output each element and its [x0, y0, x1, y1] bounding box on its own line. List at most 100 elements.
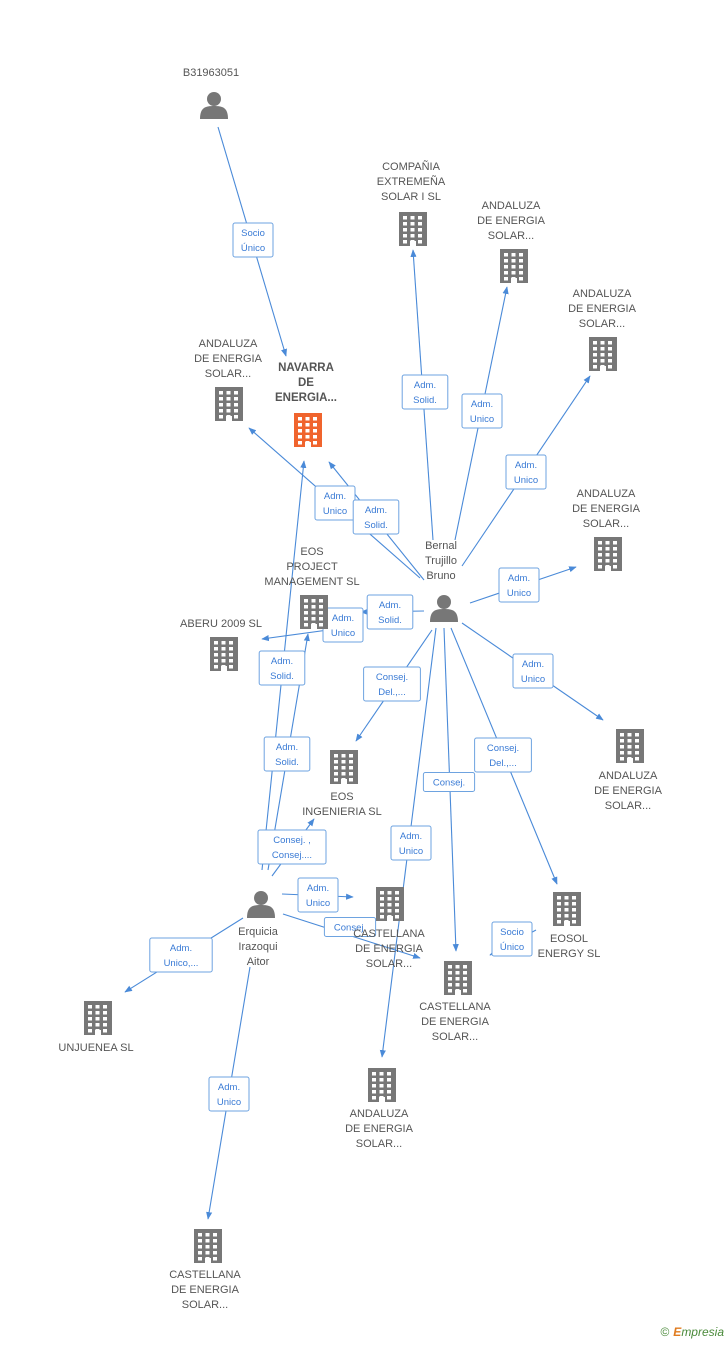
person-icon[interactable]: [247, 891, 275, 918]
relation-text: Unico: [399, 846, 423, 857]
node-label: Erquicia: [238, 926, 279, 938]
building-icon[interactable]: [215, 387, 243, 421]
relation-box: [498, 567, 540, 603]
relation-text: Socio: [500, 927, 524, 938]
relation-label[interactable]: Adm.Solid.: [258, 650, 306, 686]
relation-label[interactable]: Adm.Unico: [208, 1076, 250, 1112]
relation-label[interactable]: Adm.Unico: [322, 607, 364, 643]
relation-box: [208, 1076, 250, 1112]
node-label: SOLAR...: [605, 800, 651, 812]
building-icon[interactable]: [589, 337, 617, 371]
building-icon[interactable]: [444, 961, 472, 995]
relation-label[interactable]: Adm.Unico: [461, 393, 503, 429]
person-icon[interactable]: [430, 595, 458, 622]
relation-text: Unico: [217, 1097, 241, 1108]
relation-label[interactable]: Adm. Unico,...: [149, 937, 213, 973]
relation-text: Único: [500, 942, 524, 953]
company-node-aberu[interactable]: ABERU 2009 SL: [180, 618, 262, 671]
relation-box: [390, 825, 432, 861]
person-icon[interactable]: [200, 92, 228, 119]
node-label: SOLAR...: [366, 958, 412, 970]
relation-label[interactable]: Adm. Unico: [512, 653, 554, 689]
relation-label[interactable]: Adm.Solid.: [401, 374, 449, 410]
building-icon[interactable]: [84, 1001, 112, 1035]
relation-text: Del.,...: [378, 687, 405, 698]
node-label: DE ENERGIA: [572, 503, 641, 515]
relation-text: Adm.: [508, 573, 530, 584]
building-icon[interactable]: [616, 729, 644, 763]
relation-box: [263, 736, 311, 772]
relation-box: [505, 454, 547, 490]
relation-box: [512, 653, 554, 689]
building-icon[interactable]: [368, 1068, 396, 1102]
relation-label[interactable]: Adm.Unico: [314, 485, 356, 521]
company-node-unjuenea[interactable]: UNJUENEA SL: [58, 1001, 134, 1054]
building-icon[interactable]: [330, 750, 358, 784]
relation-label[interactable]: Adm. Unico: [297, 877, 339, 913]
relation-label[interactable]: Adm.Unico: [505, 454, 547, 490]
node-label: PROJECT: [286, 561, 338, 573]
node-label: SOLAR...: [432, 1031, 478, 1043]
relation-text: Unico: [521, 674, 545, 685]
node-label: SOLAR I SL: [381, 191, 441, 203]
relation-text: Consej....: [272, 850, 312, 861]
building-icon[interactable]: [500, 249, 528, 283]
relation-text: Adm.: [365, 505, 387, 516]
building-icon[interactable]: [376, 887, 404, 921]
node-label: Bruno: [426, 570, 455, 582]
building-icon[interactable]: [300, 595, 328, 629]
relation-label[interactable]: Adm.Unico: [498, 567, 540, 603]
building-icon[interactable]: [210, 637, 238, 671]
relation-label[interactable]: Adm.Solid.: [352, 499, 400, 535]
relation-label[interactable]: Consej.: [422, 772, 476, 792]
relation-text: Adm.: [522, 659, 544, 670]
node-label: SOLAR...: [488, 230, 534, 242]
building-icon[interactable]: [194, 1229, 222, 1263]
relation-label[interactable]: Consej.: [323, 917, 377, 937]
relation-label[interactable]: Adm.Unico: [390, 825, 432, 861]
node-label: SOLAR...: [356, 1138, 402, 1150]
relation-box: [232, 222, 274, 258]
relation-text: Adm.: [271, 656, 293, 667]
relation-label[interactable]: Adm.Solid.: [366, 594, 414, 630]
building-icon[interactable]: [399, 212, 427, 246]
node-label: DE ENERGIA: [477, 215, 546, 227]
node-label: SOLAR...: [205, 368, 251, 380]
relation-text: Unico: [331, 628, 355, 639]
building-icon[interactable]: [294, 413, 322, 447]
relation-text: Unico,...: [164, 958, 199, 969]
node-label: UNJUENEA SL: [58, 1042, 133, 1054]
relation-text: Adm.: [307, 883, 329, 894]
relation-box: [363, 666, 421, 702]
relation-label[interactable]: Consej.Del.,...: [363, 666, 421, 702]
relation-label[interactable]: Adm.Solid.: [263, 736, 311, 772]
relation-label[interactable]: Consej.Del.,...: [474, 737, 532, 773]
node-label: CASTELLANA: [169, 1269, 241, 1281]
relation-text: Unico: [514, 475, 538, 486]
building-icon[interactable]: [553, 892, 581, 926]
company-node-navarra[interactable]: NAVARRADEENERGIA...: [275, 362, 337, 447]
building-icon[interactable]: [594, 537, 622, 571]
relations-layer: SocioÚnicoAdm.Solid.Adm.UnicoAdm.UnicoAd…: [149, 222, 554, 1112]
person-node-b319[interactable]: B31963051: [183, 67, 239, 119]
relation-text: Unico: [306, 898, 330, 909]
relation-text: Adm.: [170, 943, 192, 954]
relation-label[interactable]: Consej. ,Consej....: [257, 829, 327, 865]
